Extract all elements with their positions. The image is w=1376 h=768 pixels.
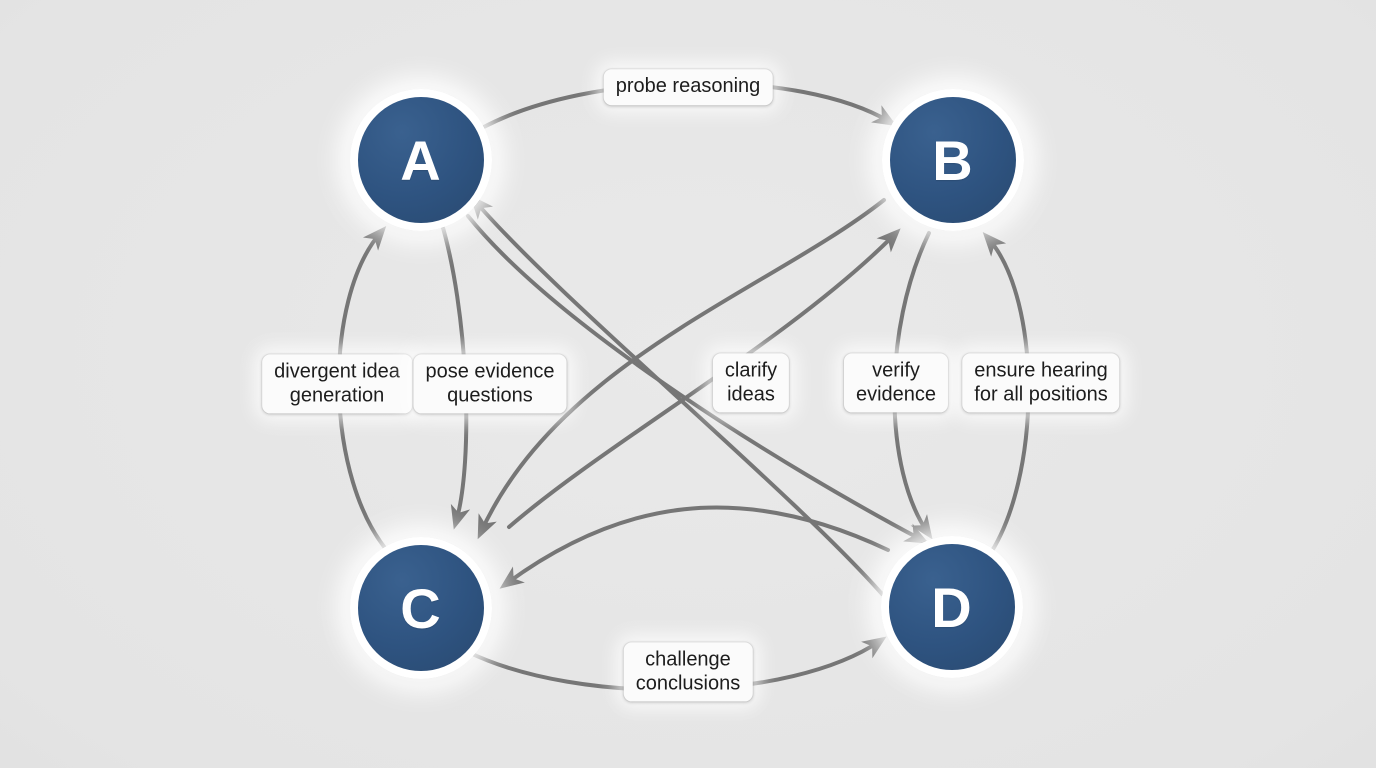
arrow-D-C: [499, 505, 890, 589]
edge-label-ensure-hearing: ensure hearing for all positions: [962, 353, 1120, 413]
edge-label-challenge-conclusions: challenge conclusions: [623, 642, 753, 702]
arrow-B-C: [477, 198, 886, 540]
node-a: A: [350, 89, 492, 231]
node-a-letter: A: [400, 128, 442, 192]
node-c-letter: C: [400, 576, 442, 640]
edge-label-pose-evidence-questions: pose evidence questions: [413, 354, 567, 414]
arrow-C-B: [507, 228, 901, 529]
node-b: B: [882, 89, 1024, 231]
edge-label-divergent-idea-generation: divergent idea generation: [262, 354, 412, 414]
arrow-A-D: [466, 214, 930, 544]
edge-label-verify-evidence: verify evidence: [843, 353, 949, 413]
arrow-D-A: [469, 194, 884, 596]
node-c: C: [350, 537, 492, 679]
edge-label-probe-reasoning: probe reasoning: [603, 69, 773, 105]
node-d: D: [881, 536, 1023, 678]
node-d-letter: D: [931, 575, 973, 639]
edge-label-clarify-ideas: clarify ideas: [712, 353, 790, 413]
node-b-letter: B: [932, 128, 974, 192]
